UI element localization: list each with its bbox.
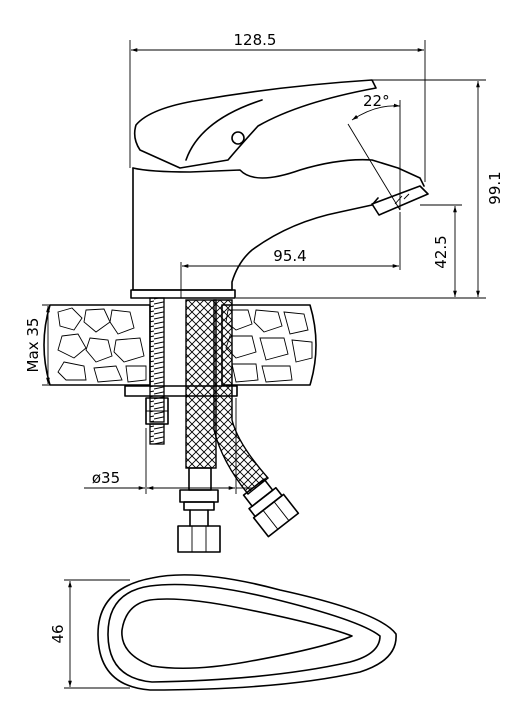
- faucet-side-view: [130, 79, 429, 299]
- dim-handle-width: 46: [49, 624, 67, 643]
- dim-spout-reach: 95.4: [273, 247, 306, 265]
- dim-hole-diameter: ø35: [92, 469, 120, 487]
- handle-top-view: [97, 574, 397, 691]
- dim-spout-height: 42.5: [432, 235, 450, 268]
- countertop-section: [43, 304, 317, 386]
- mounting-hardware: [124, 297, 300, 553]
- dim-height-total: 99.1: [486, 171, 504, 204]
- dimension-lines: [42, 40, 486, 689]
- dim-angle: 22°: [363, 92, 390, 110]
- dim-max-counter: Max 35: [24, 318, 42, 373]
- dim-width-total: 128.5: [234, 31, 277, 49]
